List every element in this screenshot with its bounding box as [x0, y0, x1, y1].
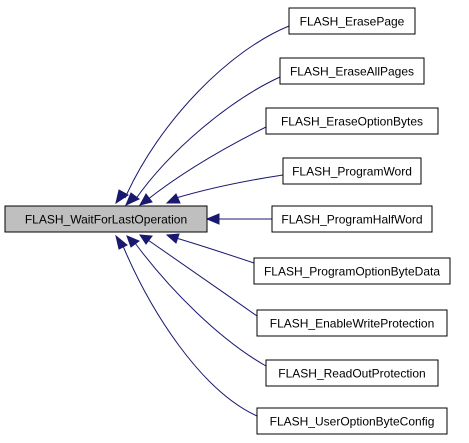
edge-program-option-byte-data [175, 237, 255, 264]
caller-node-label: FLASH_ErasePage [300, 15, 405, 29]
edge-erase-option-bytes [146, 126, 267, 201]
arrowhead-user-option-byte-config [115, 234, 128, 250]
edge-erase-page [124, 25, 290, 199]
caller-node-eraseallpages[interactable]: FLASH_EraseAllPages [279, 57, 425, 85]
caller-node-label: FLASH_EraseAllPages [290, 65, 414, 79]
arrowhead-erase-page [115, 189, 129, 205]
caller-node-label: FLASH_ProgramHalfWord [281, 213, 422, 227]
caller-node-readoutprotection[interactable]: FLASH_ReadOutProtection [265, 359, 439, 387]
arrowhead-program-option-byte-data [165, 233, 180, 244]
edge-enable-write-protection [147, 239, 258, 317]
caller-nodes: FLASH_ErasePageFLASH_EraseAllPagesFLASH_… [253, 7, 451, 435]
caller-node-label: FLASH_ProgramOptionByteData [264, 265, 440, 279]
edges [115, 25, 290, 417]
caller-node-enablewriteprotection[interactable]: FLASH_EnableWriteProtection [256, 309, 448, 337]
arrowhead-enable-write-protection [139, 234, 153, 245]
edge-program-word [175, 174, 284, 199]
caller-node-programword[interactable]: FLASH_ProgramWord [282, 157, 422, 185]
edge-user-option-byte-config [122, 245, 258, 417]
caller-node-label: FLASH_UserOptionByteConfig [270, 415, 435, 429]
caller-node-eraseoptionbytes[interactable]: FLASH_EraseOptionBytes [265, 107, 439, 135]
caller-node-label: FLASH_ReadOutProtection [278, 367, 425, 381]
edge-erase-all-pages [134, 76, 281, 201]
arrowhead-program-half-word [205, 213, 220, 225]
root-node-label: FLASH_WaitForLastOperation [25, 213, 187, 227]
caller-node-programoptionbytedata[interactable]: FLASH_ProgramOptionByteData [253, 257, 451, 285]
caller-node-programhalfword[interactable]: FLASH_ProgramHalfWord [271, 205, 433, 233]
caller-node-label: FLASH_EraseOptionBytes [281, 115, 423, 129]
caller-node-useroptionbyteconfig[interactable]: FLASH_UserOptionByteConfig [256, 407, 448, 435]
caller-node-label: FLASH_ProgramWord [292, 165, 412, 179]
arrowhead-erase-all-pages [125, 192, 140, 206]
caller-node-erasepage[interactable]: FLASH_ErasePage [288, 7, 416, 35]
caller-node-label: FLASH_EnableWriteProtection [270, 317, 435, 331]
arrowhead-read-out-protection [126, 235, 140, 248]
edge-read-out-protection [134, 242, 267, 367]
arrowhead-program-word [165, 193, 181, 204]
arrowhead-erase-option-bytes [139, 193, 153, 206]
root-node[interactable]: FLASH_WaitForLastOperation [4, 205, 208, 233]
